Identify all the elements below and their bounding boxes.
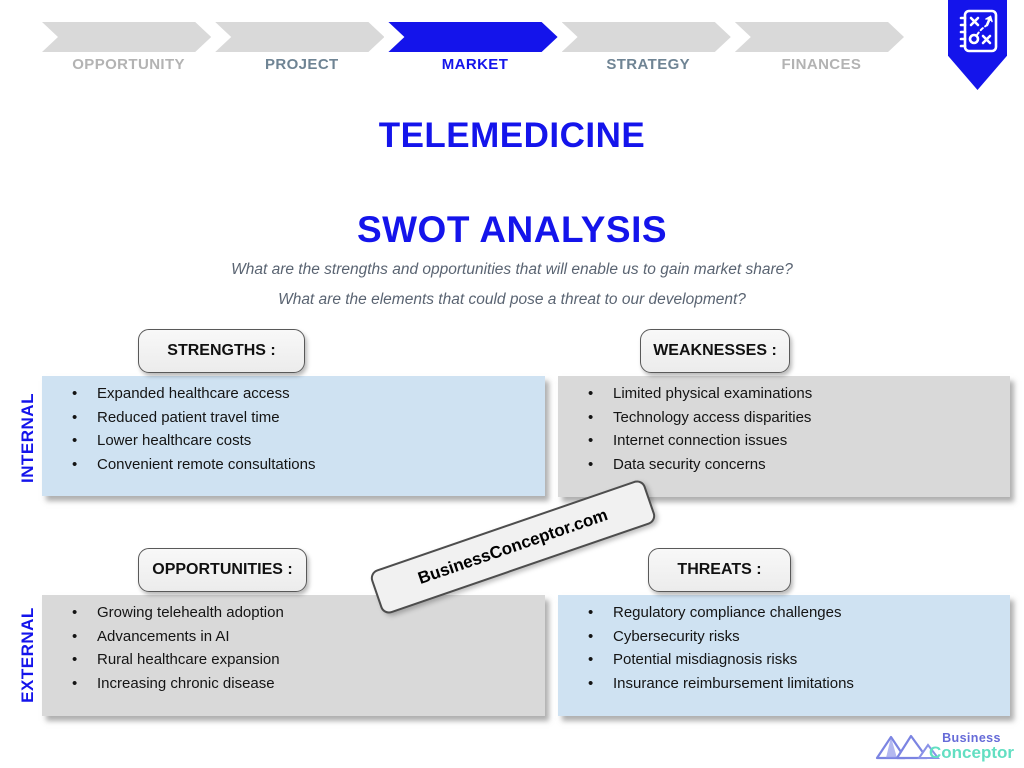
brand-name-bottom: Conceptor <box>929 743 1014 763</box>
step-arrow-strategy[interactable] <box>562 22 731 52</box>
bullet-item: Cybersecurity risks <box>558 628 1010 645</box>
bullet-item: Data security concerns <box>558 456 1010 473</box>
question-line-2: What are the elements that could pose a … <box>278 291 746 308</box>
axis-label-external: EXTERNAL <box>18 607 37 703</box>
weaknesses-list: Limited physical examinationsTechnology … <box>558 385 1010 473</box>
bullet-item: Insurance reimbursement limitations <box>558 675 1010 692</box>
step-arrow-finances[interactable] <box>735 22 904 52</box>
weaknesses-header: WEAKNESSES : <box>640 329 790 373</box>
step-label-strategy[interactable]: STRATEGY <box>606 56 691 73</box>
bullet-item: Convenient remote consultations <box>42 456 545 473</box>
mountains-icon <box>875 728 943 765</box>
bullet-item: Potential misdiagnosis risks <box>558 651 1010 668</box>
opportunities-list: Growing telehealth adoptionAdvancements … <box>42 604 545 692</box>
bullet-item: Growing telehealth adoption <box>42 604 545 621</box>
bullet-item: Internet connection issues <box>558 432 1010 449</box>
step-arrow-project[interactable] <box>215 22 384 52</box>
weaknesses-panel: Limited physical examinationsTechnology … <box>558 376 1010 497</box>
step-label-market[interactable]: MARKET <box>441 56 509 73</box>
question-line-1: What are the strengths and opportunities… <box>231 261 793 278</box>
bullet-item: Rural healthcare expansion <box>42 651 545 668</box>
bullet-item: Advancements in AI <box>42 628 545 645</box>
step-label-opportunity[interactable]: OPPORTUNITY <box>72 56 185 73</box>
bullet-item: Reduced patient travel time <box>42 409 545 426</box>
brand-name-top: Business <box>942 730 1001 745</box>
axis-label-internal: INTERNAL <box>18 393 37 483</box>
opportunities-header: OPPORTUNITIES : <box>138 548 307 592</box>
bullet-item: Limited physical examinations <box>558 385 1010 402</box>
threats-header: THREATS : <box>648 548 791 592</box>
step-label-finances[interactable]: FINANCES <box>781 56 862 73</box>
strengths-list: Expanded healthcare accessReduced patien… <box>42 385 545 473</box>
process-bar <box>42 22 908 52</box>
bullet-item: Increasing chronic disease <box>42 675 545 692</box>
bullet-item: Expanded healthcare access <box>42 385 545 402</box>
bullet-item: Technology access disparities <box>558 409 1010 426</box>
step-arrow-opportunity[interactable] <box>42 22 211 52</box>
page-title: TELEMEDICINE <box>378 116 646 155</box>
step-arrow-market[interactable] <box>388 22 557 52</box>
opportunities-panel: Growing telehealth adoptionAdvancements … <box>42 595 545 716</box>
bullet-item: Lower healthcare costs <box>42 432 545 449</box>
threats-list: Regulatory compliance challengesCybersec… <box>558 604 1010 692</box>
strengths-panel: Expanded healthcare accessReduced patien… <box>42 376 545 496</box>
section-title: SWOT ANALYSIS <box>356 209 668 250</box>
strengths-header: STRENGTHS : <box>138 329 305 373</box>
brand-logo: Business Conceptor <box>875 728 1014 765</box>
bookmark-ribbon <box>948 0 1007 90</box>
threats-panel: Regulatory compliance challengesCybersec… <box>558 595 1010 716</box>
brand-logo-text: Business Conceptor <box>929 732 1014 762</box>
process-bar-labels: OPPORTUNITY PROJECT MARKET STRATEGY FINA… <box>42 56 908 76</box>
bullet-item: Regulatory compliance challenges <box>558 604 1010 621</box>
step-label-project[interactable]: PROJECT <box>264 56 339 73</box>
tactics-plan-icon <box>956 0 1000 90</box>
